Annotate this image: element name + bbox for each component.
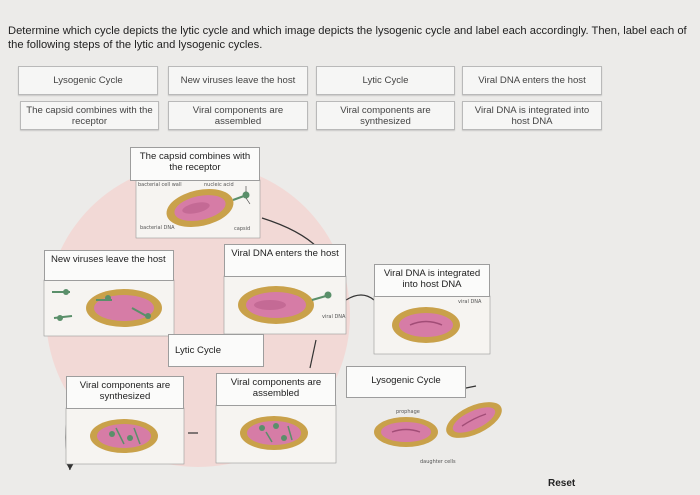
components-synthesized-illustration: [65, 407, 185, 465]
slot-capsid-combines[interactable]: The capsid combines with the receptor: [130, 147, 260, 181]
capsid-attach-illustration: bacterial cell wall nucleic acid bacteri…: [135, 179, 261, 239]
reset-button[interactable]: Reset: [548, 478, 576, 489]
viruses-leave-illustration: [43, 279, 175, 337]
bank-chip-components-synthesized[interactable]: Viral components are synthesized: [316, 101, 455, 130]
label-bacterial-dna: bacterial DNA: [140, 225, 175, 231]
bank-chip-capsid-combines[interactable]: The capsid combines with the receptor: [20, 101, 159, 130]
slot-capsid-combines-label: The capsid combines with the receptor: [139, 151, 251, 173]
label-capsid: capsid: [234, 226, 250, 232]
bank-chip-components-assembled[interactable]: Viral components are assembled: [168, 101, 308, 130]
label-daughter-cells: daughter cells: [420, 459, 456, 465]
dna-integrated-illustration: viral DNA: [373, 295, 491, 355]
slot-new-viruses-leave-label: New viruses leave the host: [51, 254, 166, 265]
slot-viral-dna-enters[interactable]: Viral DNA enters the host: [224, 244, 346, 277]
slot-new-viruses-leave[interactable]: New viruses leave the host: [44, 250, 174, 281]
bank-chip-new-viruses-leave[interactable]: New viruses leave the host: [168, 66, 308, 95]
components-assembled-illustration: [215, 404, 337, 464]
slot-lytic-cycle[interactable]: Lytic Cycle: [168, 334, 264, 367]
label-viral-dna-2: viral DNA: [458, 299, 482, 305]
slot-dna-integrated-label: Viral DNA is integrated into host DNA: [383, 268, 481, 290]
slot-viral-dna-enters-label: Viral DNA enters the host: [231, 248, 339, 259]
slot-lytic-cycle-label: Lytic Cycle: [175, 345, 222, 356]
bank-chip-lysogenic-cycle[interactable]: Lysogenic Cycle: [18, 66, 158, 95]
slot-components-assembled[interactable]: Viral components are assembled: [216, 373, 336, 406]
dna-enters-illustration: viral DNA: [223, 275, 347, 335]
label-viral-dna-1: viral DNA: [322, 314, 346, 320]
bank-chip-viral-dna-enters[interactable]: Viral DNA enters the host: [462, 66, 602, 95]
label-nucleic-acid: nucleic acid: [204, 182, 234, 188]
slot-lysogenic-cycle[interactable]: Lysogenic Cycle: [346, 366, 466, 398]
slot-components-synthesized[interactable]: Viral components are synthesized: [66, 376, 184, 409]
bank-chip-lytic-cycle[interactable]: Lytic Cycle: [316, 66, 455, 95]
bank-chip-dna-integrated[interactable]: Viral DNA is integrated into host DNA: [462, 101, 602, 130]
slot-lysogenic-cycle-label: Lysogenic Cycle: [371, 375, 441, 386]
slot-components-assembled-label: Viral components are assembled: [230, 377, 322, 399]
instructions: Determine which cycle depicts the lytic …: [8, 25, 687, 51]
slot-dna-integrated[interactable]: Viral DNA is integrated into host DNA: [374, 264, 490, 297]
label-bacterial-cell-wall: bacterial cell wall: [138, 182, 182, 188]
label-prophage: prophage: [396, 409, 420, 415]
daughter-cells-illustration: prophage daughter cells: [370, 390, 504, 465]
slot-components-synthesized-label: Viral components are synthesized: [79, 380, 171, 402]
